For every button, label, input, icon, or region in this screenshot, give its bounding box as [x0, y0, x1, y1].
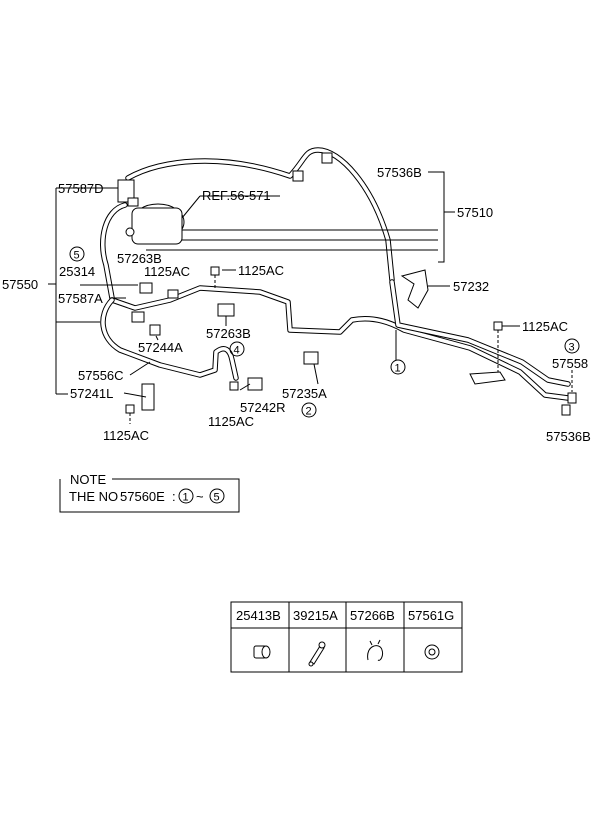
part-labels: 57536B 57587D REF.56-571 57510 57263B 25…: [2, 165, 591, 444]
label-57242R: 57242R: [240, 400, 286, 415]
plate-57558: [469, 371, 506, 385]
hose-clip-icon: [367, 639, 383, 661]
fitting-57536B-bot: [561, 404, 571, 416]
fitting-top-right: [321, 152, 333, 164]
fitting-57587A: [131, 311, 145, 323]
label-1125AC-c: 1125AC: [522, 319, 568, 334]
label-57263B-a: 57263B: [117, 251, 162, 266]
label-57263B-b: 57263B: [206, 326, 251, 341]
table-header-1: 25413B: [236, 608, 281, 623]
label-57241L: 57241L: [70, 386, 113, 401]
note-from: 1: [183, 492, 189, 504]
bracket-57232: [400, 269, 429, 309]
label-57558: 57558: [552, 356, 588, 371]
note-part: 57560E: [120, 489, 165, 504]
label-25314: 25314: [59, 264, 95, 279]
bracket-57242R: [247, 377, 263, 391]
label-ref: REF.56-571: [202, 188, 271, 203]
cap-icon: [253, 645, 271, 659]
fitting-1125AC: [167, 289, 179, 299]
circled-1: 1: [395, 363, 401, 375]
clamp-57235A: [303, 351, 319, 365]
bolt-1125AC-e: [125, 404, 135, 414]
label-57536B-top: 57536B: [377, 165, 422, 180]
bolt-1125AC-d: [229, 381, 239, 391]
bolt-1125AC-c: [493, 321, 503, 331]
circled-2: 2: [306, 406, 312, 418]
label-57244A: 57244A: [138, 340, 183, 355]
label-57510: 57510: [457, 205, 493, 220]
bracket-57241L: [141, 383, 155, 411]
note-to: 5: [214, 492, 220, 504]
label-57587D: 57587D: [58, 181, 104, 196]
label-1125AC-e: 1125AC: [103, 428, 149, 443]
fitting-top: [292, 170, 304, 182]
label-57536B-bot: 57536B: [546, 429, 591, 444]
circled-refs: 1 2 3 4 5: [69, 246, 580, 418]
fitting-57558: [567, 392, 577, 404]
note-prefix: THE NO: [69, 489, 118, 504]
note-title: NOTE: [70, 472, 106, 487]
label-1125AC-a: 1125AC: [144, 264, 190, 279]
clamp-57263B-b: [217, 303, 235, 317]
parts-table: 25413B 39215A 57266B 57561G: [230, 601, 463, 673]
table-header-4: 57561G: [408, 608, 454, 623]
label-57550: 57550: [2, 277, 38, 292]
bolt-1125AC-b: [210, 266, 220, 276]
fittings: [125, 152, 577, 416]
note-box: NOTE THE NO 57560E : 1 ~ 5: [59, 472, 240, 513]
guide-lines: [129, 275, 573, 424]
fitting-57263B-a: [139, 282, 153, 294]
clip-pin-icon: [308, 641, 326, 667]
label-57235A: 57235A: [282, 386, 327, 401]
circled-5: 5: [74, 250, 80, 262]
table-header-3: 57266B: [350, 608, 395, 623]
label-1125AC-d: 1125AC: [208, 414, 254, 429]
table-header-2: 39215A: [293, 608, 338, 623]
note-tilde: ~: [196, 489, 204, 504]
grommet-icon: [424, 644, 440, 660]
reservoir: [117, 179, 185, 245]
label-1125AC-b: 1125AC: [238, 263, 284, 278]
leader-lines: [48, 171, 573, 398]
circled-3: 3: [569, 342, 575, 354]
hose-assembly: [100, 147, 571, 401]
label-57556C: 57556C: [78, 368, 124, 383]
label-57232: 57232: [453, 279, 489, 294]
clip-57244A: [149, 324, 161, 336]
circled-4: 4: [234, 345, 240, 357]
note-colon: :: [172, 489, 176, 504]
label-57587A: 57587A: [58, 291, 103, 306]
